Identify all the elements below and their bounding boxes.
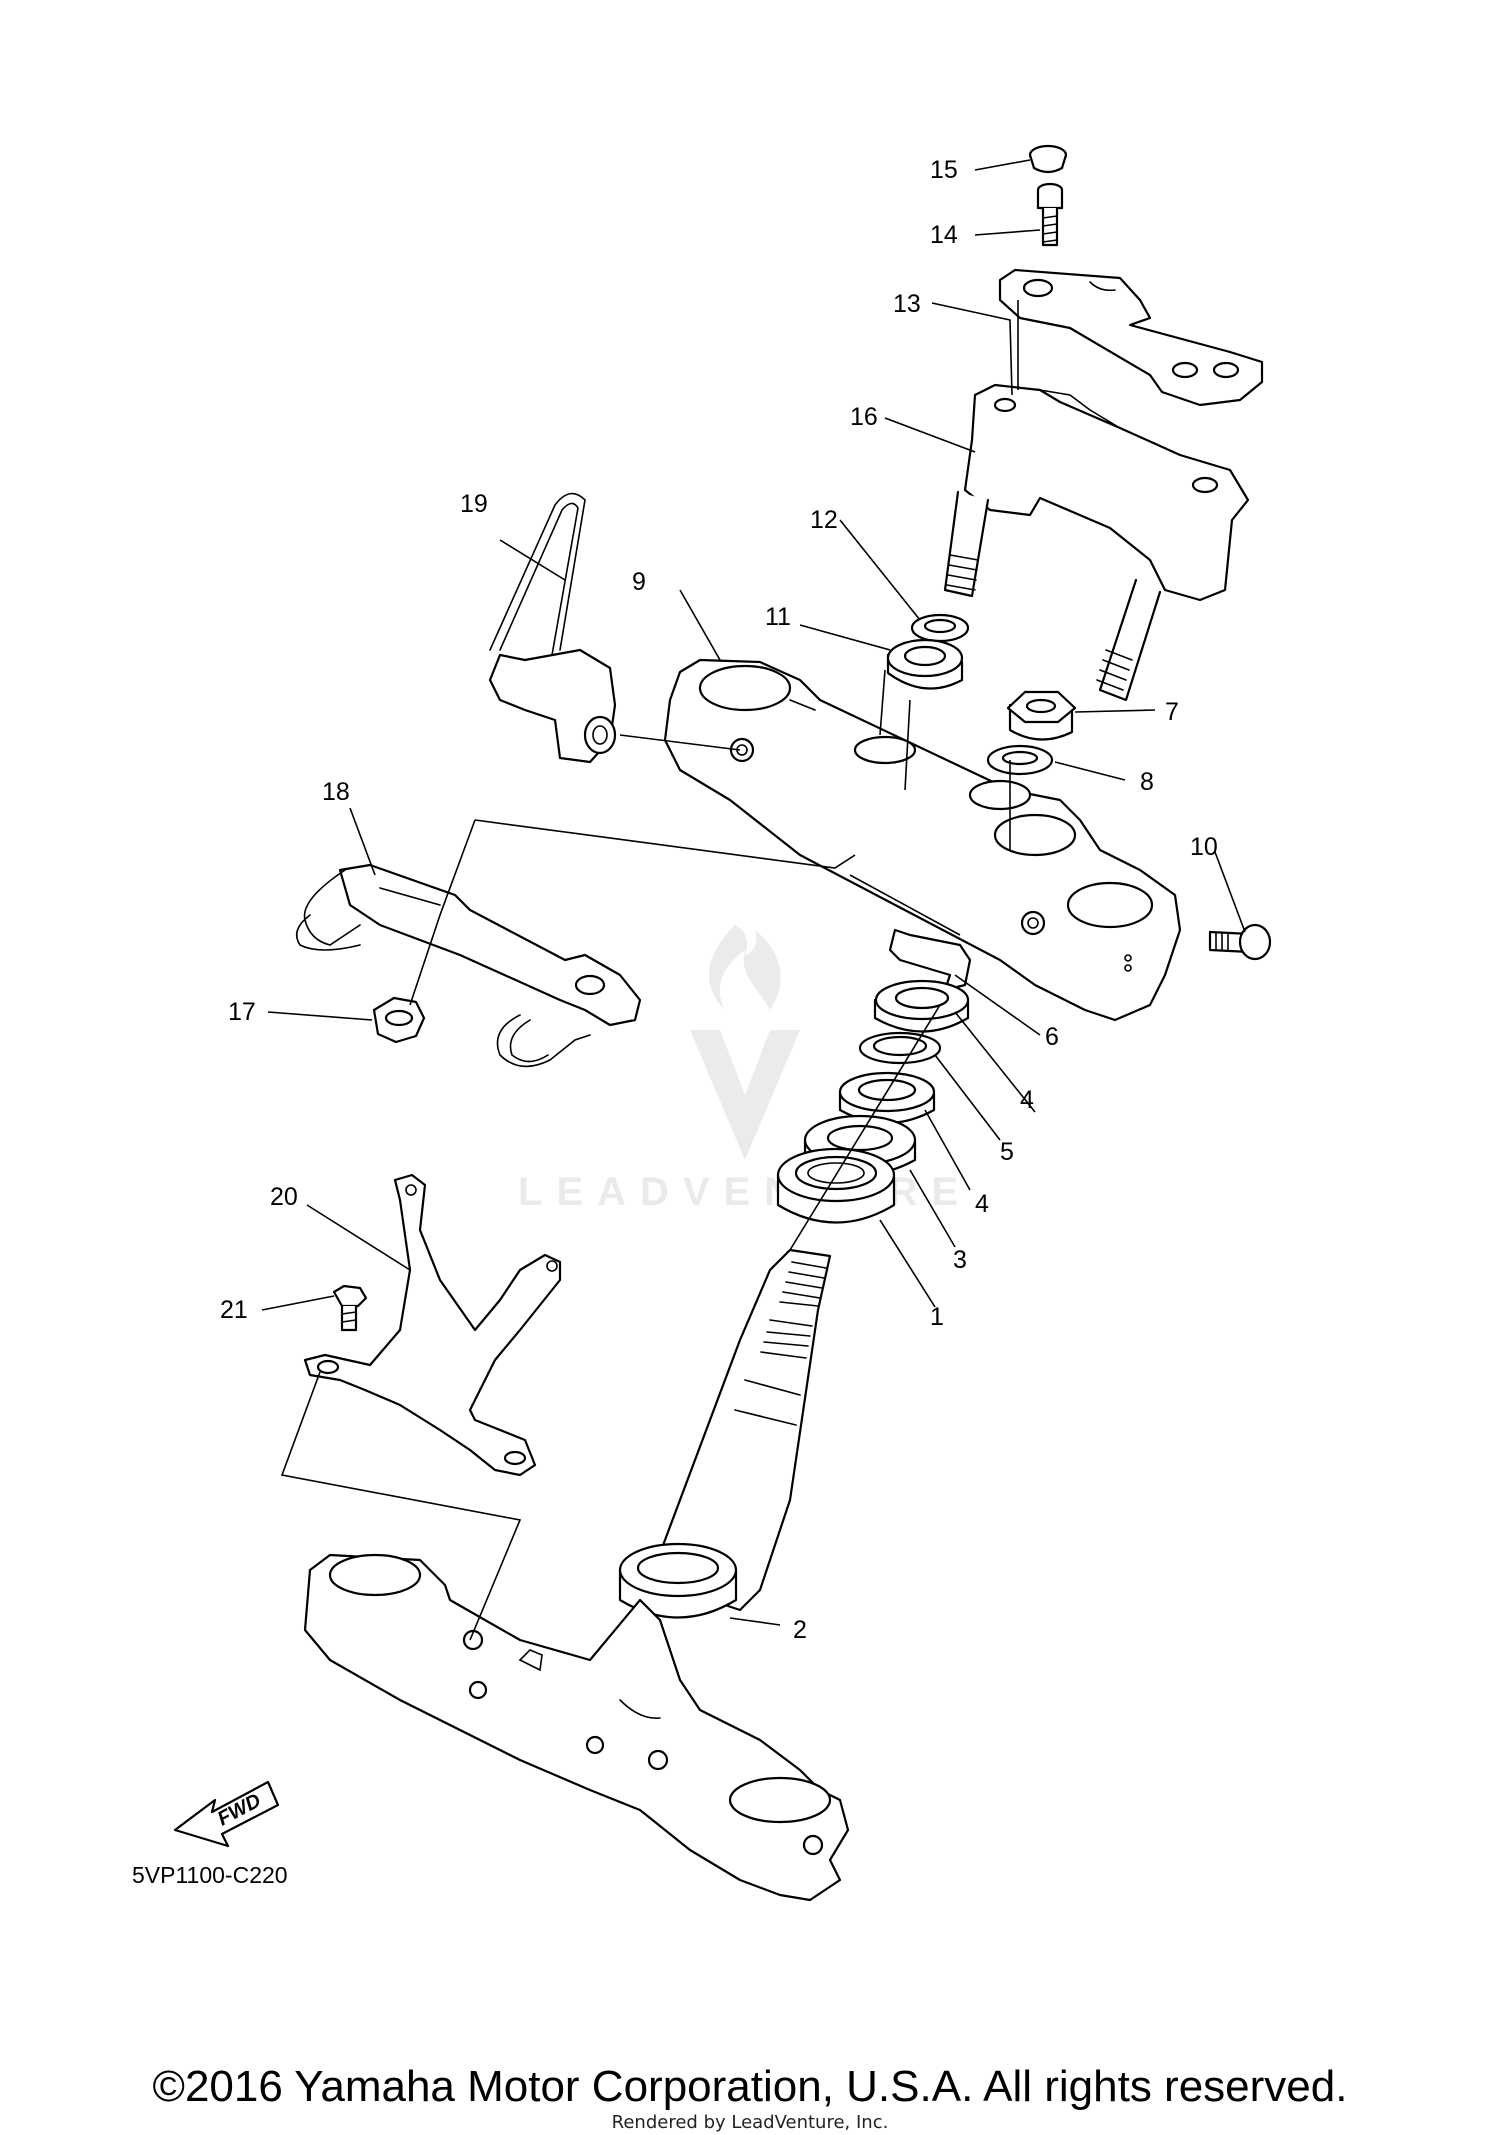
- callout-7: 7: [1165, 698, 1179, 726]
- callout-5: 5: [1000, 1138, 1014, 1166]
- part-15-cap: [1028, 144, 1068, 174]
- part-12-washer: [910, 613, 970, 643]
- callout-19: 19: [460, 490, 488, 518]
- part-18-stay: [295, 863, 642, 1068]
- callout-18: 18: [322, 778, 350, 806]
- callout-16: 16: [850, 403, 878, 431]
- part-10-bolt: [1208, 923, 1272, 961]
- part-9-upper-bracket: [663, 658, 1182, 1022]
- part-19-wire: [488, 492, 617, 764]
- part-7-nut: [1006, 690, 1077, 741]
- part-8-washer: [986, 744, 1054, 776]
- assembly-guide-lines: [280, 300, 1019, 1641]
- callout-10: 10: [1190, 833, 1218, 861]
- under-bracket: [303, 1553, 850, 1902]
- part-17-nut: [372, 996, 426, 1044]
- callout-13: 13: [893, 290, 921, 318]
- fwd-arrow-icon: FWD: [173, 1780, 280, 1848]
- part-16-holder-lower: [943, 383, 1250, 702]
- callout-8: 8: [1140, 768, 1154, 796]
- watermark-text: LEADVENTURE: [518, 1170, 972, 1214]
- callout-4b: 4: [975, 1190, 989, 1218]
- part-13-holder-upper: [998, 268, 1264, 407]
- leader-lines: [261, 159, 1246, 1626]
- callout-21: 21: [220, 1296, 248, 1324]
- steering-shaft: [648, 1248, 832, 1612]
- callouts: 15 14 13 16 12 11 9 7 8 10 6 4 5 4 3 1 2…: [220, 156, 1218, 1644]
- callout-15: 15: [930, 156, 958, 184]
- callout-6: 6: [1045, 1023, 1059, 1051]
- callout-11: 11: [765, 603, 791, 631]
- part-20-bracket: [303, 1173, 562, 1477]
- part-4-ring-nut-upper: [873, 979, 970, 1033]
- callout-12: 12: [810, 506, 838, 534]
- part-21-bolt: [332, 1284, 368, 1332]
- part-11-damper: [886, 638, 964, 690]
- diagram-code: 5VP1100-C220: [132, 1862, 288, 1888]
- part-1-bearing: [776, 1147, 896, 1224]
- callout-20: 20: [270, 1183, 298, 1211]
- callout-9: 9: [632, 568, 646, 596]
- callout-2: 2: [793, 1616, 807, 1644]
- callout-4a: 4: [1020, 1086, 1034, 1114]
- callout-14: 14: [930, 221, 958, 249]
- part-14-bolt: [1036, 182, 1064, 247]
- part-2-bearing: [618, 1542, 738, 1619]
- rendered-by-notice: Rendered by LeadVenture, Inc.: [611, 2112, 889, 2133]
- part-5-lock-washer: [858, 1031, 942, 1065]
- callout-3: 3: [953, 1246, 967, 1274]
- callout-17: 17: [228, 998, 256, 1026]
- callout-1: 1: [930, 1303, 944, 1331]
- copyright-notice: ©2016 Yamaha Motor Corporation, U.S.A. A…: [152, 2062, 1348, 2111]
